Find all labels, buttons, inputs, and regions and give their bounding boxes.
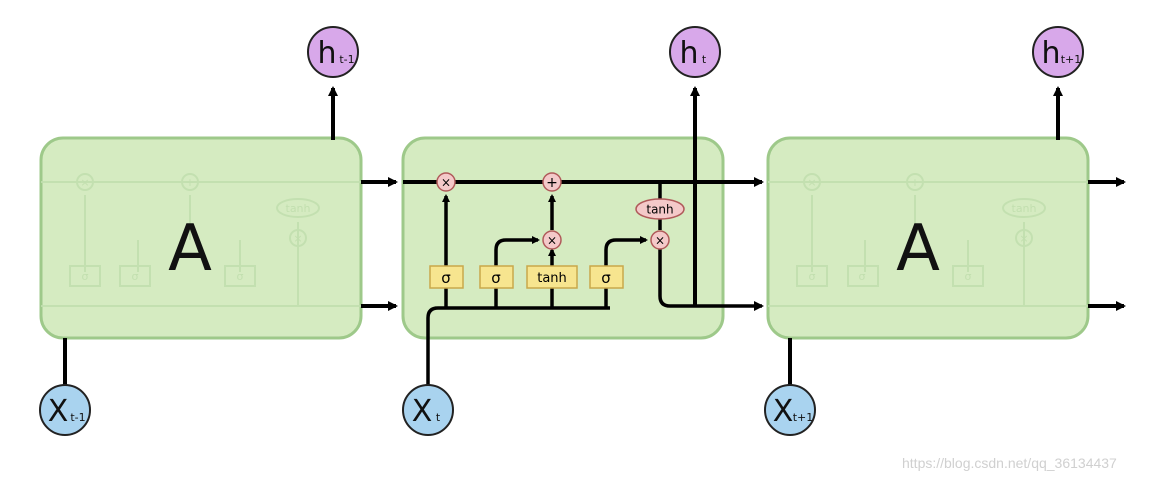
output-tanh-op xyxy=(635,198,685,220)
input-node-x-t: X t xyxy=(402,384,454,436)
input-node-x-t+1: X t+1 xyxy=(764,384,816,436)
input-node-base: X xyxy=(48,394,69,429)
cell-box-left xyxy=(39,136,363,340)
input-node-sub: t-1 xyxy=(70,411,85,424)
faded-op: σ xyxy=(237,270,244,283)
output-node-sub: t xyxy=(702,53,707,66)
forget-mult-label: × xyxy=(441,176,451,190)
watermark-url: https://blog.csdn.net/qq_36134437 xyxy=(902,455,1117,471)
forget-mult-op xyxy=(436,172,456,192)
candidate-gate-label: tanh xyxy=(537,271,567,286)
cell-label-right: A xyxy=(896,212,940,286)
faded-op: σ xyxy=(809,270,816,283)
faded-op: σ xyxy=(132,270,139,283)
input-mult-op xyxy=(542,230,562,250)
input-node-x-t-1: X t-1 xyxy=(39,384,91,436)
cell-label-left: A xyxy=(168,212,212,286)
faded-op: tanh xyxy=(286,202,311,215)
input-nodes: X t-1 X t X t+1 xyxy=(39,384,816,436)
output-tanh-label: tanh xyxy=(646,203,673,217)
output-nodes: h t-1 h t h t+1 xyxy=(307,26,1084,78)
output-node-h-t: h t xyxy=(669,26,721,78)
output-node-h-t+1: h t+1 xyxy=(1032,26,1084,78)
output-gate-label: σ xyxy=(601,269,611,287)
faded-op: σ xyxy=(965,270,972,283)
faded-op: σ xyxy=(82,270,89,283)
output-mult-label: × xyxy=(655,234,665,248)
faded-internals-left xyxy=(41,173,361,307)
faded-op: × xyxy=(807,176,816,189)
lstm-cell-right: × + tanh × σ σ σ A xyxy=(766,86,1090,385)
lstm-cell-left: × + tanh × σ σ σ A xyxy=(39,86,363,385)
output-mult-op xyxy=(650,230,670,250)
faded-op: × xyxy=(80,176,89,189)
center-wiring xyxy=(426,86,764,390)
candidate-gate-box xyxy=(526,265,578,289)
faded-op: σ xyxy=(859,270,866,283)
output-node-sub: t+1 xyxy=(1061,53,1082,66)
faded-ops-right: × + tanh × σ σ σ xyxy=(807,176,1036,283)
output-node-base: h xyxy=(1041,36,1060,71)
cell-box-right xyxy=(766,136,1090,340)
faded-op: + xyxy=(185,176,194,189)
output-node-base: h xyxy=(679,36,698,71)
input-node-base: X xyxy=(412,394,433,429)
input-bus xyxy=(426,306,610,390)
hidden-out-line xyxy=(658,248,764,311)
faded-op: × xyxy=(1019,232,1028,245)
forget-gate-label: σ xyxy=(441,269,451,287)
center-ops: × + × tanh × xyxy=(436,172,685,250)
add-op xyxy=(542,172,562,192)
output-node-sub: t-1 xyxy=(339,53,354,66)
input-gate-box xyxy=(479,265,514,289)
add-label: + xyxy=(546,175,558,191)
input-node-base: X xyxy=(773,394,794,429)
input-to-mult xyxy=(494,236,540,266)
output-node-base: h xyxy=(317,36,336,71)
faded-internals-right xyxy=(768,173,1088,307)
faded-ops-left: × + tanh × σ σ σ xyxy=(80,176,310,283)
state-flows xyxy=(361,177,1126,311)
input-mult-label: × xyxy=(547,234,557,248)
output-to-mult xyxy=(604,236,648,266)
forget-gate-box xyxy=(429,265,464,289)
input-gate-label: σ xyxy=(491,269,501,287)
output-node-h-t-1: h t-1 xyxy=(307,26,359,78)
faded-op: tanh xyxy=(1012,202,1037,215)
input-node-sub: t+1 xyxy=(793,411,814,424)
input-node-sub: t xyxy=(436,411,441,424)
center-gates: σ σ tanh σ xyxy=(429,265,624,289)
faded-op: × xyxy=(293,232,302,245)
faded-op: + xyxy=(910,176,919,189)
output-gate-box xyxy=(589,265,624,289)
